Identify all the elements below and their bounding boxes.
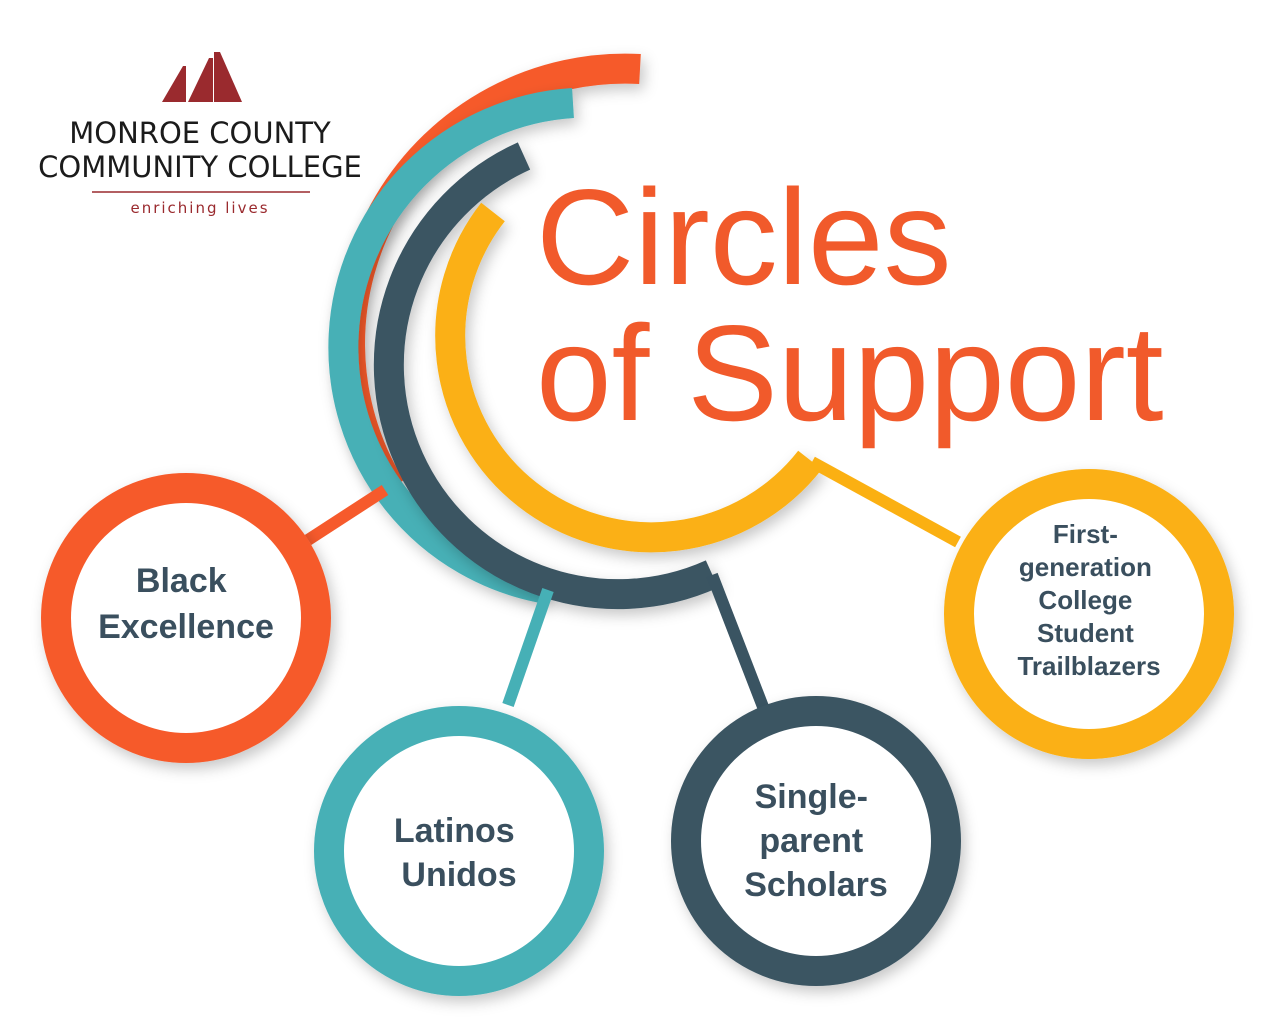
first-generation-label: First- generation College Student Trailb… [1017, 519, 1160, 681]
single-parent-scholars-label: Single- parent Scholars [744, 778, 888, 904]
label-line: Latinos [394, 812, 515, 850]
label-line: parent [759, 822, 863, 860]
label-line: generation [1019, 552, 1152, 582]
label-line: Single- [755, 778, 868, 816]
first-generation-circle [944, 469, 1234, 759]
gold-arc [435, 202, 822, 553]
concentric-arcs [328, 53, 822, 610]
teal-arc [328, 88, 574, 604]
label-line: Excellence [98, 608, 274, 646]
group-nodes [41, 469, 1234, 996]
latinos-unidos-circle [314, 706, 604, 996]
title: Circles of Support [536, 161, 1164, 449]
label-line: First- [1053, 519, 1118, 549]
single-parent-scholars-circle [671, 696, 961, 986]
connector-latinos-unidos [502, 588, 554, 707]
title-line-2: of Support [536, 297, 1164, 449]
college-logo: MONROE COUNTY COMMUNITY COLLEGE enrichin… [38, 52, 362, 217]
slate-arc [373, 142, 719, 610]
connectors [304, 456, 961, 715]
logo-line-2: COMMUNITY COLLEGE [38, 150, 362, 184]
latinos-unidos-label: Latinos Unidos [394, 812, 524, 894]
logo-mark-icon [162, 52, 242, 102]
label-line: Black [136, 562, 227, 600]
label-line: College [1038, 585, 1132, 615]
black-excellence-circle [41, 473, 331, 763]
label-line: Scholars [744, 866, 888, 904]
label-line: Unidos [401, 856, 516, 894]
connector-first-generation [809, 456, 961, 548]
connector-black-excellence [304, 484, 389, 546]
label-line: Student [1037, 618, 1134, 648]
black-excellence-label: Black Excellence [98, 562, 274, 646]
label-line: Trailblazers [1017, 651, 1160, 681]
connector-single-parent-scholars [706, 572, 771, 715]
title-line-1: Circles [536, 161, 952, 313]
node-labels: Black Excellence Latinos Unidos Single- … [98, 519, 1160, 904]
logo-line-1: MONROE COUNTY [69, 116, 331, 150]
logo-tagline: enriching lives [130, 199, 269, 217]
